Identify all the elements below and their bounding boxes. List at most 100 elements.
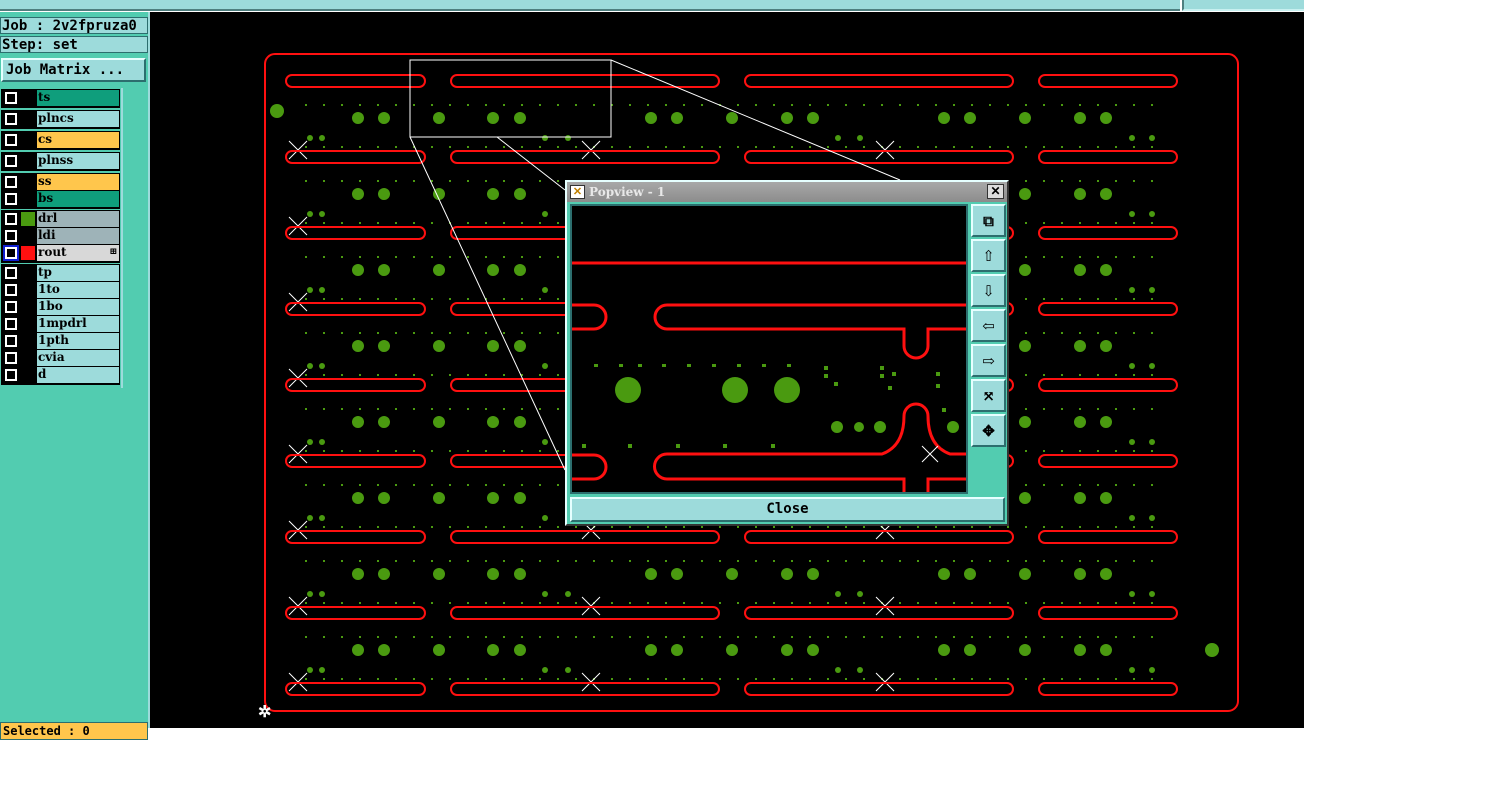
layer-name[interactable]: plnss — [37, 153, 119, 169]
popview-canvas[interactable] — [570, 204, 968, 496]
pan-down-button[interactable]: ⇩ — [971, 274, 1006, 307]
drill-hole — [352, 416, 364, 428]
layer-name[interactable]: cvia — [37, 350, 119, 366]
drill-hole — [645, 568, 657, 580]
layer-row-ldi[interactable]: ldi — [2, 228, 119, 244]
layer-name[interactable]: ldi — [37, 228, 119, 244]
layer-name[interactable]: 1mpdrl — [37, 316, 119, 332]
layer-checkbox[interactable] — [5, 92, 17, 104]
drill-hole — [487, 340, 499, 352]
via — [755, 636, 757, 638]
layer-row-plncs[interactable]: plncs — [2, 111, 119, 127]
layer-row-rout[interactable]: rout⊞ — [2, 245, 119, 261]
via — [557, 104, 559, 106]
layer-color-swatch — [21, 317, 35, 331]
zoom-window-button[interactable]: ⧉ — [971, 204, 1006, 237]
layer-name[interactable]: drl — [37, 211, 119, 227]
layer-row-cvia[interactable]: cvia — [2, 350, 119, 366]
via — [557, 374, 559, 376]
layer-row-ts[interactable]: ts — [2, 90, 119, 106]
via — [1133, 678, 1135, 680]
expand-icon[interactable]: ⊞ — [109, 247, 117, 257]
via — [449, 450, 451, 452]
layer-checkbox[interactable] — [5, 193, 17, 205]
layer-name[interactable]: cs — [37, 132, 119, 148]
close-icon[interactable]: ✕ — [987, 184, 1004, 199]
layer-row-1to[interactable]: 1to — [2, 282, 119, 298]
layer-name[interactable]: 1to — [37, 282, 119, 298]
via — [413, 104, 415, 106]
layer-checkbox[interactable] — [5, 301, 17, 313]
drill-hole — [352, 340, 364, 352]
via — [629, 678, 631, 680]
layer-row-ss[interactable]: ss — [2, 174, 119, 190]
layer-name[interactable]: bs — [37, 191, 119, 207]
via — [1079, 408, 1081, 410]
layer-checkbox[interactable] — [5, 369, 17, 381]
via — [701, 678, 703, 680]
layer-checkbox[interactable] — [5, 318, 17, 330]
popview-title-bar[interactable]: ✕ Popview - 1 ✕ — [567, 182, 1007, 202]
via — [521, 104, 523, 106]
via — [1061, 450, 1063, 452]
via — [1061, 298, 1063, 300]
pan-right-button[interactable]: ⇨ — [971, 344, 1006, 377]
job-matrix-button[interactable]: Job Matrix ... — [1, 58, 146, 82]
layer-checkbox[interactable] — [5, 267, 17, 279]
tooling-hole — [1205, 643, 1219, 657]
layer-checkbox[interactable] — [5, 352, 17, 364]
layer-row-tp[interactable]: tp — [2, 265, 119, 281]
layer-checkbox[interactable] — [5, 155, 17, 167]
via — [485, 408, 487, 410]
layer-name[interactable]: tp — [37, 265, 119, 281]
via — [791, 526, 793, 528]
layer-checkbox[interactable] — [5, 335, 17, 347]
layer-name[interactable]: d — [37, 367, 119, 383]
layer-color-swatch — [21, 246, 35, 260]
via — [881, 104, 883, 106]
drill-hole — [514, 264, 526, 276]
layer-row-plnss[interactable]: plnss — [2, 153, 119, 169]
layer-checkbox[interactable] — [5, 284, 17, 296]
via — [582, 444, 586, 448]
drill-hole — [1074, 340, 1086, 352]
drill-hole — [615, 377, 641, 403]
via — [1043, 408, 1045, 410]
layer-checkbox[interactable] — [5, 176, 17, 188]
layer-row-1mpdrl[interactable]: 1mpdrl — [2, 316, 119, 332]
zoom-fit-button[interactable]: ⤧ — [971, 379, 1006, 412]
pan-left-button[interactable]: ⇦ — [971, 309, 1006, 342]
layer-row-1bo[interactable]: 1bo — [2, 299, 119, 315]
via — [935, 146, 937, 148]
layer-row-d[interactable]: d — [2, 367, 119, 383]
layer-color-swatch — [21, 133, 35, 147]
via — [863, 602, 865, 604]
layer-checkbox[interactable] — [5, 134, 17, 146]
layer-row-drl[interactable]: drl — [2, 211, 119, 227]
close-button[interactable]: Close — [570, 497, 1005, 522]
layer-row-cs[interactable]: cs — [2, 132, 119, 148]
via — [1115, 146, 1117, 148]
layer-name[interactable]: ts — [37, 90, 119, 106]
drill-hole — [514, 492, 526, 504]
pan-up-button[interactable]: ⇧ — [971, 239, 1006, 272]
drill-hole — [807, 112, 819, 124]
layer-name[interactable]: plncs — [37, 111, 119, 127]
drill-hole — [378, 568, 390, 580]
layer-checkbox[interactable] — [5, 113, 17, 125]
via — [557, 484, 559, 486]
layer-checkbox[interactable] — [5, 230, 17, 242]
layer-name[interactable]: ss — [37, 174, 119, 190]
layer-checkbox[interactable] — [3, 245, 19, 261]
zoom-home-button[interactable]: ✥ — [971, 414, 1006, 447]
pan-right-icon: ⇨ — [982, 351, 995, 370]
layer-row-1pth[interactable]: 1pth — [2, 333, 119, 349]
layer-checkbox[interactable] — [5, 213, 17, 225]
layer-row-bs[interactable]: bs — [2, 191, 119, 207]
layer-name[interactable]: rout⊞ — [37, 245, 119, 261]
layer-name[interactable]: 1pth — [37, 333, 119, 349]
via — [503, 560, 505, 562]
via — [413, 636, 415, 638]
via — [1097, 374, 1099, 376]
layer-name[interactable]: 1bo — [37, 299, 119, 315]
